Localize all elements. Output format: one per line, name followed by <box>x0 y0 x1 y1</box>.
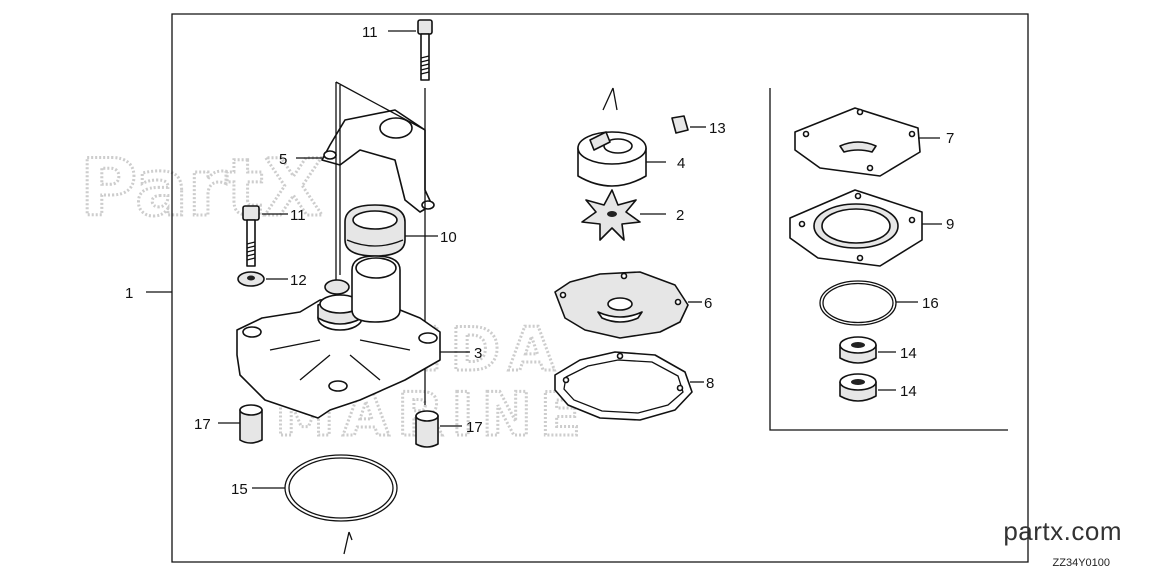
callout-labels: 1 11 5 10 11 12 3 17 17 15 4 13 2 6 8 7 … <box>125 24 954 498</box>
callout-10[interactable]: 10 <box>440 229 457 246</box>
callout-7[interactable]: 7 <box>946 130 954 147</box>
callout-9[interactable]: 9 <box>946 216 954 233</box>
o-ring-small[interactable] <box>819 280 897 326</box>
sub-kit-bracket <box>769 88 1008 431</box>
callout-5[interactable]: 5 <box>279 151 287 168</box>
dowel-left[interactable] <box>239 404 263 444</box>
dowel-right[interactable] <box>415 410 439 448</box>
watermark-logo-text: PartX <box>80 144 324 234</box>
brand-watermark: partx.com <box>1003 516 1122 546</box>
callout-15[interactable]: 15 <box>231 481 248 498</box>
wear-plate[interactable] <box>554 271 689 339</box>
kit-frame <box>171 13 1029 563</box>
bolt-left[interactable] <box>242 205 260 267</box>
gasket[interactable] <box>554 351 693 421</box>
callout-13[interactable]: 13 <box>709 120 726 137</box>
washer[interactable] <box>237 271 265 287</box>
callout-1[interactable]: 1 <box>125 285 133 302</box>
diagram-code: ZZ34Y0100 <box>1052 557 1110 569</box>
callout-2[interactable]: 2 <box>676 207 684 224</box>
callout-14-upper[interactable]: 14 <box>900 345 917 362</box>
seal-plate[interactable] <box>789 189 923 267</box>
o-ring-large[interactable] <box>284 454 398 522</box>
callout-17-right[interactable]: 17 <box>466 419 483 436</box>
upper-plate[interactable] <box>794 107 921 177</box>
bearing-upper[interactable] <box>839 336 877 364</box>
section-mark-top <box>602 87 618 111</box>
callout-14-lower[interactable]: 14 <box>900 383 917 400</box>
callout-3[interactable]: 3 <box>474 345 482 362</box>
impeller[interactable] <box>581 189 641 241</box>
pump-housing[interactable] <box>236 255 441 419</box>
assembly-guide-lines <box>249 81 426 405</box>
grommet[interactable] <box>344 204 406 257</box>
impeller-housing[interactable] <box>577 131 647 187</box>
bearing-lower[interactable] <box>839 373 877 402</box>
callout-4[interactable]: 4 <box>677 155 685 172</box>
callout-8[interactable]: 8 <box>706 375 714 392</box>
section-mark-bottom <box>343 531 353 555</box>
callout-12[interactable]: 12 <box>290 272 307 289</box>
bolt-top[interactable] <box>417 19 433 81</box>
callout-6[interactable]: 6 <box>704 295 712 312</box>
callout-17-left[interactable]: 17 <box>194 416 211 433</box>
impeller-key[interactable] <box>671 115 689 134</box>
callout-11-top[interactable]: 11 <box>362 24 378 41</box>
callout-11-left[interactable]: 11 <box>290 207 306 224</box>
callout-16[interactable]: 16 <box>922 295 939 312</box>
